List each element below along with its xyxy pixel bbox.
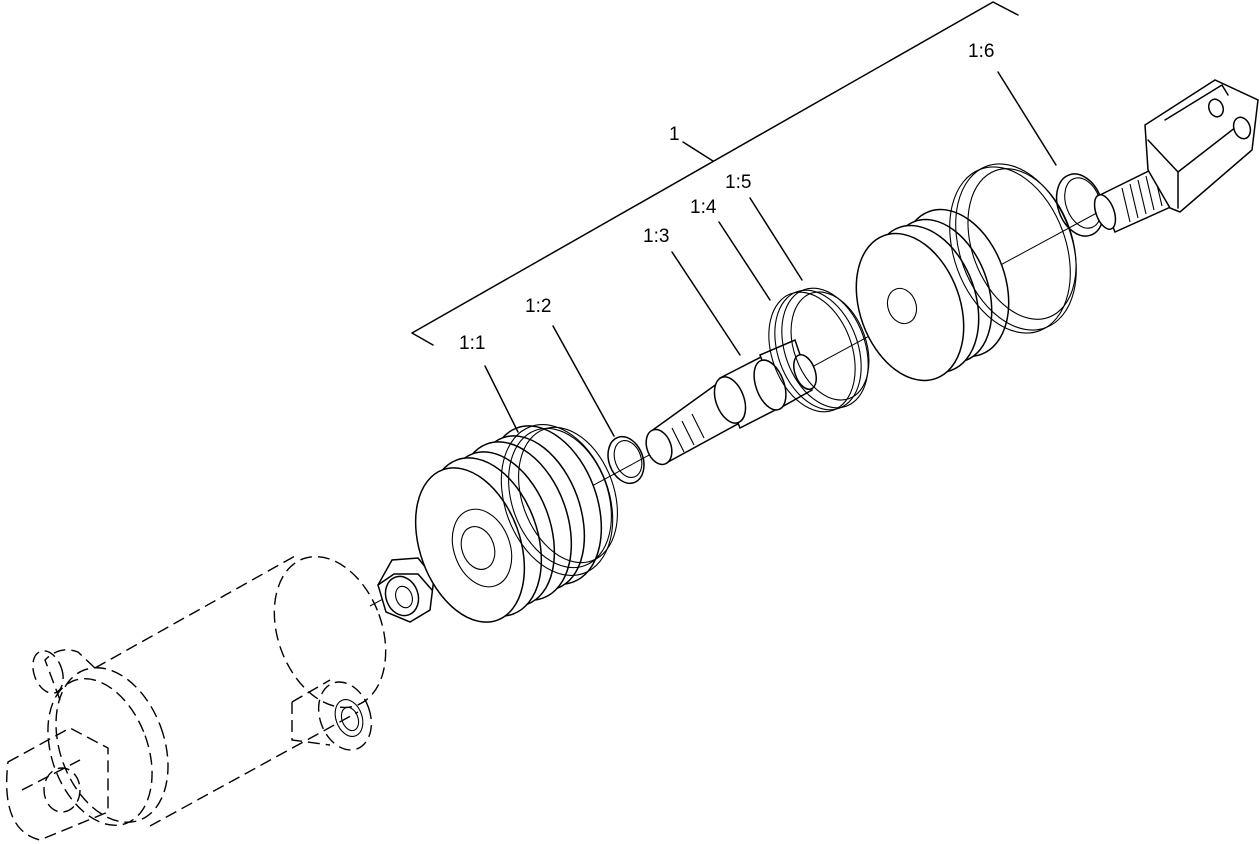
piston [414, 425, 603, 623]
assembly-label: 1 [669, 124, 680, 145]
leader-lines [484, 71, 1057, 437]
seal-ring-1-1 [500, 424, 618, 576]
callout-1-3: 1:3 [643, 226, 669, 247]
seal-rings-1-4-1-5 [768, 287, 870, 413]
assembly-bracket [411, 1, 1019, 346]
callout-1-4: 1:4 [690, 197, 717, 218]
hex-nut [377, 557, 435, 623]
callout-1-1: 1:1 [459, 333, 485, 354]
o-ring-1-2 [607, 435, 645, 485]
cylinder-barrel [5, 555, 387, 841]
callout-1-6: 1:6 [968, 41, 994, 62]
rod-guide [855, 208, 1010, 382]
plunger-1-3 [645, 338, 817, 466]
callout-1-5: 1:5 [725, 172, 751, 193]
callout-1-2: 1:2 [525, 296, 551, 317]
rod-end-clevis [1093, 79, 1259, 234]
